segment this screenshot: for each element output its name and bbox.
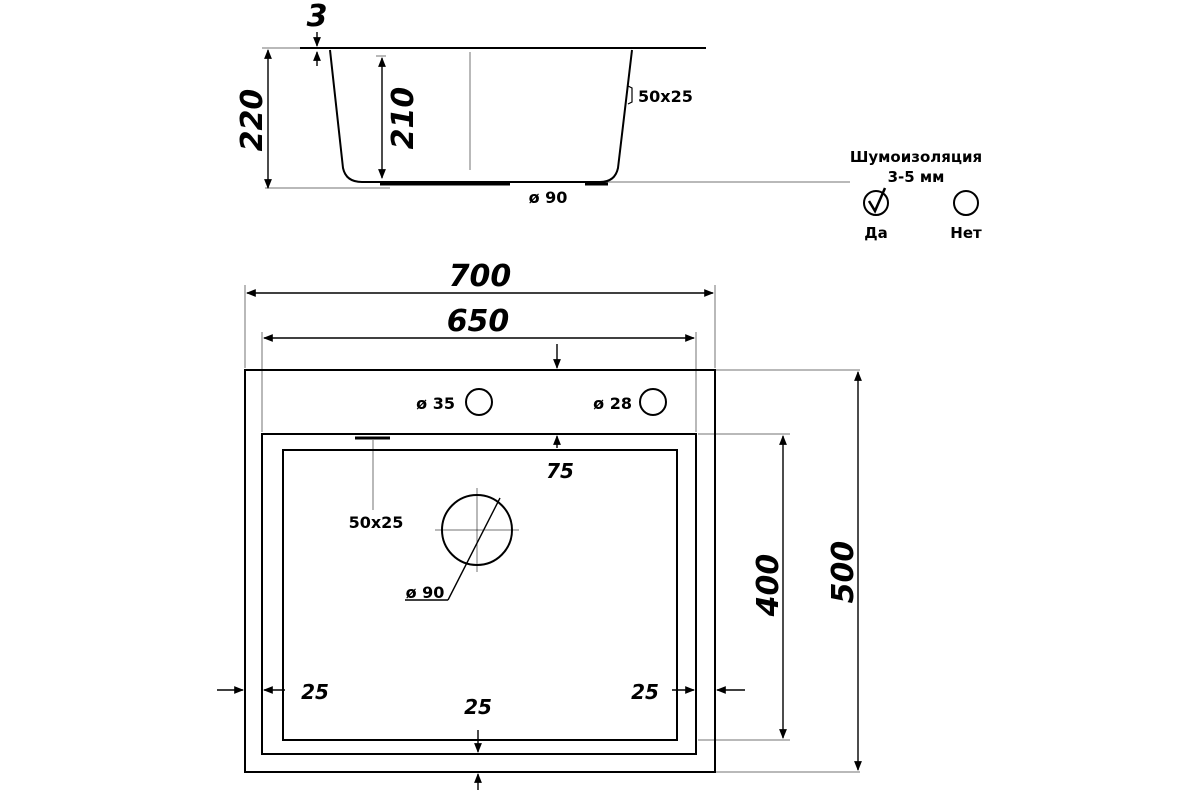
- side-overflow-mark: [627, 85, 633, 105]
- side-view: 220 210 3 50x25 ø 90: [235, 0, 850, 207]
- front-gap-label: 75: [546, 459, 574, 483]
- insulation-no-radio[interactable]: [953, 190, 979, 216]
- check-icon: [867, 187, 887, 214]
- insulation-thickness: 3-5 мм: [888, 168, 945, 186]
- side-total-depth-label: 220: [235, 89, 270, 152]
- tap-hole-28-icon: [639, 388, 667, 416]
- drain-label: ø 90: [406, 583, 445, 602]
- side-bowl-depth-label: 210: [386, 87, 421, 150]
- overflow-label: 50x25: [349, 513, 404, 532]
- insulation-options: Шумоизоляция 3-5 мм Да Нет: [850, 148, 982, 242]
- right-margin-label: 25: [631, 680, 659, 704]
- top-view: ø 35 ø 28 50x25 ø 90 700 650 75 500: [217, 259, 862, 790]
- radio-yes-circle: [863, 190, 889, 216]
- insulation-title: Шумоизоляция: [850, 148, 982, 166]
- side-rim-thickness-label: 3: [307, 0, 328, 34]
- insulation-no-label: Нет: [950, 224, 982, 242]
- bowl-outer: [261, 433, 697, 755]
- bottom-margin-label: 25: [464, 695, 492, 719]
- bowl-depth-label: 400: [751, 554, 786, 618]
- radio-no-circle: [953, 190, 979, 216]
- insulation-yes-label: Да: [864, 224, 887, 242]
- overall-depth-label: 500: [826, 541, 861, 604]
- drain-leader: [447, 497, 501, 601]
- overall-width-label: 700: [449, 259, 512, 294]
- insulation-yes-radio[interactable]: [863, 187, 889, 216]
- tap-hole-35-icon: [465, 388, 493, 416]
- sink-outline: [244, 369, 716, 773]
- bowl-inner: [282, 449, 678, 741]
- bowl-width-label: 650: [447, 304, 510, 339]
- side-overflow-label: 50x25: [638, 87, 693, 106]
- side-bowl-outline: [329, 49, 633, 183]
- side-drain-label: ø 90: [529, 188, 568, 207]
- hole-right-label: ø 28: [593, 394, 632, 413]
- left-margin-label: 25: [301, 680, 329, 704]
- hole-left-label: ø 35: [416, 394, 455, 413]
